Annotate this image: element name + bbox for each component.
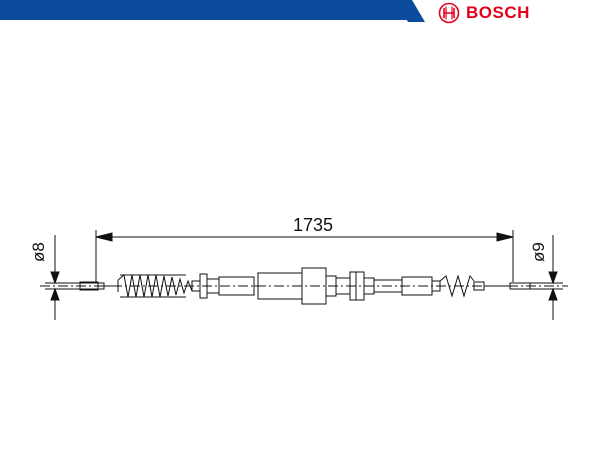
right-end-fitting (439, 274, 531, 298)
brand-name: BOSCH (466, 3, 530, 22)
brand-logo: BOSCH (438, 0, 530, 26)
bosch-armature-icon (438, 2, 460, 24)
header: BOSCH (0, 0, 600, 27)
left-diameter-label: ø8 (29, 242, 48, 262)
right-conduit (373, 276, 441, 296)
right-diameter-label: ø9 (529, 242, 548, 262)
length-label: 1735 (293, 215, 333, 235)
left-end-fitting (79, 281, 118, 291)
left-diameter-marker (45, 235, 98, 320)
adjuster-nut (335, 271, 375, 301)
bellows-boot (117, 274, 193, 298)
header-stripe (0, 0, 425, 22)
length-dimension (95, 230, 514, 282)
